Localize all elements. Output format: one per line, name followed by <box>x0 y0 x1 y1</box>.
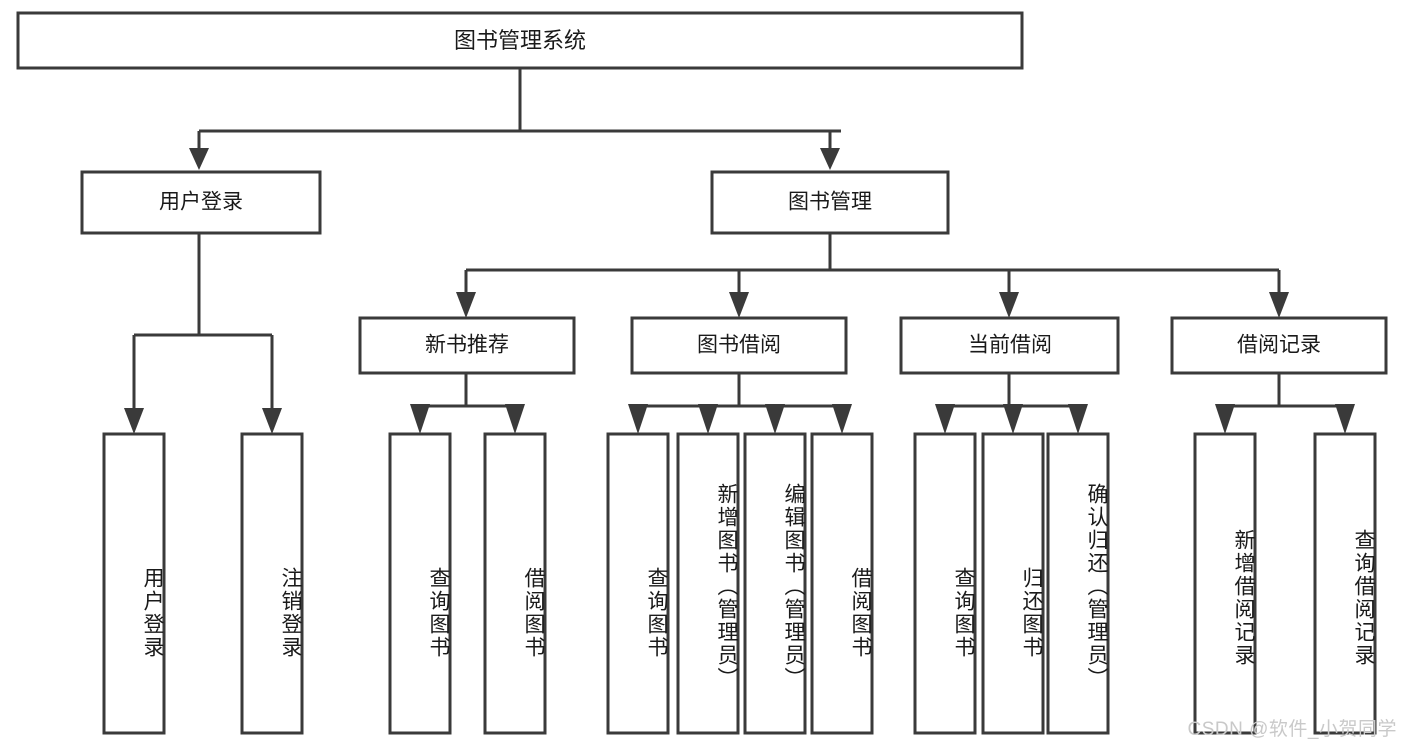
arrow-book-borrow-leaf2 <box>698 404 718 434</box>
arrow-current-borrow <box>999 292 1019 318</box>
leaf-box-current-borrow-3[interactable] <box>1046 432 1110 735</box>
arrow-current-borrow-leaf1 <box>935 404 955 434</box>
arrow-borrow-record-leaf2 <box>1335 404 1355 434</box>
arrow-book-borrow <box>729 292 749 318</box>
node-borrow-record[interactable]: 借阅记录 <box>1170 316 1388 375</box>
connector-layer <box>124 68 1355 434</box>
node-book-borrow-label: 图书借阅 <box>697 334 781 357</box>
arrow-borrow-record <box>1269 292 1289 318</box>
arrow-new-book <box>456 292 476 318</box>
node-new-book-recommend-box[interactable] <box>358 316 576 375</box>
node-book-management[interactable]: 图书管理 <box>710 170 950 235</box>
leaf-box-new-book-2[interactable] <box>483 432 547 735</box>
node-current-borrow-label: 当前借阅 <box>968 334 1052 357</box>
arrow-book-borrow-leaf1 <box>628 404 648 434</box>
arrow-book-borrow-leaf3 <box>765 404 785 434</box>
arrow-new-book-leaf1 <box>410 404 430 434</box>
node-current-borrow[interactable]: 当前借阅 <box>899 316 1120 375</box>
node-new-book-recommend[interactable]: 新书推荐 <box>358 316 576 375</box>
arrow-current-borrow-leaf3 <box>1068 404 1088 434</box>
node-user-login-box[interactable] <box>80 170 322 235</box>
leaf-box-new-book-1[interactable] <box>388 432 452 735</box>
arrow-user-login-leaf1 <box>124 408 144 434</box>
node-user-login-label: 用户登录 <box>159 191 243 214</box>
leaf-box-user-login-2[interactable] <box>240 432 304 735</box>
leaf-box-current-borrow-1[interactable] <box>913 432 977 735</box>
leaf-box-book-borrow-2[interactable] <box>676 432 740 735</box>
arrow-user-login <box>189 148 209 170</box>
arrow-new-book-leaf2 <box>505 404 525 434</box>
arrow-user-login-leaf2 <box>262 408 282 434</box>
node-current-borrow-box[interactable] <box>899 316 1120 375</box>
node-borrow-record-box[interactable] <box>1170 316 1388 375</box>
csdn-watermark: CSDN @软件_小贺同学 <box>1187 719 1397 740</box>
leaf-box-borrow-record-1[interactable] <box>1193 432 1257 735</box>
node-book-borrow-box[interactable] <box>630 316 848 375</box>
leaf-box-book-borrow-1[interactable] <box>606 432 670 735</box>
arrow-current-borrow-leaf2 <box>1003 404 1023 434</box>
node-user-login[interactable]: 用户登录 <box>80 170 322 235</box>
leaf-box-current-borrow-2[interactable] <box>981 432 1045 735</box>
node-new-book-recommend-label: 新书推荐 <box>425 334 509 357</box>
leaf-box-borrow-record-2[interactable] <box>1313 432 1377 735</box>
node-book-management-box[interactable] <box>710 170 950 235</box>
arrow-borrow-record-leaf1 <box>1215 404 1235 434</box>
leaf-box-book-borrow-3[interactable] <box>743 432 807 735</box>
node-root-box[interactable] <box>16 11 1024 70</box>
node-root[interactable]: 图书管理系统 <box>16 11 1024 70</box>
node-book-borrow[interactable]: 图书借阅 <box>630 316 848 375</box>
arrow-book-borrow-leaf4 <box>832 404 852 434</box>
arrow-book-mgmt <box>820 148 840 170</box>
node-borrow-record-label: 借阅记录 <box>1237 334 1321 357</box>
node-book-management-label: 图书管理 <box>788 191 872 214</box>
leaf-box-book-borrow-4[interactable] <box>810 432 874 735</box>
node-root-label: 图书管理系统 <box>454 28 586 53</box>
leaf-box-user-login-1[interactable] <box>102 432 166 735</box>
